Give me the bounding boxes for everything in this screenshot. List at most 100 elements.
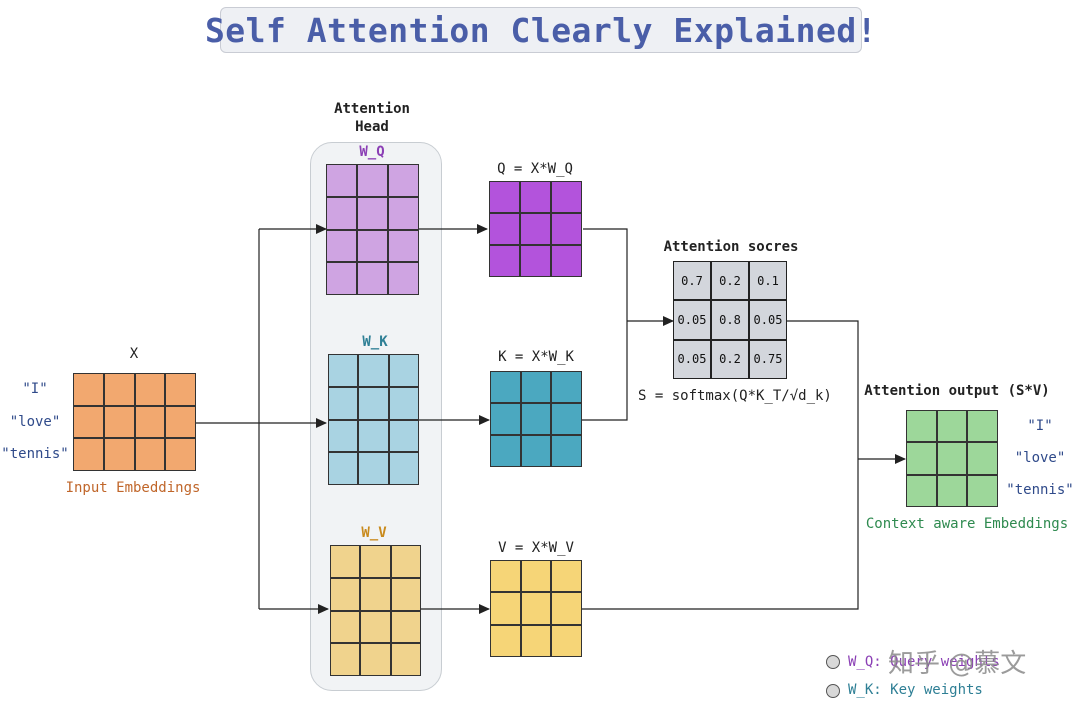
wire-v-to-output [582, 459, 859, 610]
matrix-cell [490, 624, 521, 657]
matrix-cell [388, 196, 419, 230]
output-token-tennis: "tennis" [1006, 482, 1074, 498]
matrix-cell [103, 373, 135, 406]
v-matrix [490, 560, 582, 657]
matrix-cell [360, 545, 391, 578]
matrix-cell [490, 435, 521, 467]
matrix-cell [357, 229, 388, 263]
score-cell: 0.05 [673, 300, 711, 340]
score-cell: 0.8 [711, 300, 749, 340]
softmax-formula: S = softmax(Q*K_T/√d_k) [638, 388, 832, 404]
matrix-cell [328, 354, 359, 387]
matrix-cell [360, 643, 391, 676]
input-token-i: "I" [22, 381, 48, 397]
matrix-cell [520, 403, 552, 435]
matrix-cell [551, 371, 582, 403]
matrix-cell [490, 592, 521, 625]
matrix-cell [390, 577, 421, 611]
matrix-cell [551, 560, 582, 593]
matrix-cell [134, 405, 166, 439]
watermark: 知乎 @慕文 [888, 649, 1027, 679]
legend-wq-text: W_Q: Query weights [848, 654, 1000, 670]
output-token-love: "love" [1014, 450, 1066, 466]
wire-q-to-scores [583, 228, 628, 321]
matrix-cell [967, 442, 998, 475]
matrix-cell [520, 592, 552, 625]
matrix-cell [388, 229, 419, 263]
matrix-cell [330, 577, 361, 611]
matrix-cell [328, 386, 359, 420]
output-token-i: "I" [1027, 418, 1053, 434]
score-cell: 0.7 [673, 261, 711, 301]
wv-matrix [330, 545, 421, 676]
wq-matrix [326, 164, 419, 295]
matrix-cell [326, 229, 357, 263]
matrix-cell [358, 354, 389, 387]
scores-label: Attention socres [663, 239, 799, 255]
output-label: Attention output (S*V) [864, 383, 1050, 399]
matrix-cell [357, 164, 388, 197]
matrix-cell [388, 386, 419, 420]
matrix-cell [520, 181, 551, 213]
q-label: Q = X*W_Q [497, 161, 573, 177]
matrix-cell [390, 643, 421, 676]
matrix-cell [490, 371, 521, 403]
matrix-cell [551, 624, 582, 657]
matrix-cell [388, 164, 419, 197]
legend-dot-wq [826, 655, 840, 669]
matrix-cell [551, 435, 582, 467]
matrix-cell [490, 403, 521, 435]
matrix-cell [520, 435, 552, 467]
matrix-cell [358, 452, 389, 485]
score-cell: 0.05 [749, 300, 787, 340]
matrix-cell [358, 419, 389, 453]
matrix-cell [520, 371, 552, 403]
score-cell: 0.75 [749, 339, 787, 379]
diagram-title: Self Attention Clearly Explained! [204, 10, 878, 50]
matrix-cell [551, 245, 582, 277]
matrix-cell [936, 474, 968, 507]
matrix-cell [165, 373, 196, 406]
k-matrix [490, 371, 582, 467]
matrix-cell [326, 164, 357, 197]
input-matrix-label: X [129, 346, 139, 362]
wire-k-to-scores [582, 321, 628, 421]
matrix-cell [489, 181, 520, 213]
matrix-cell [489, 245, 520, 277]
matrix-cell [390, 610, 421, 644]
matrix-cell [551, 181, 582, 213]
k-label: K = X*W_K [498, 349, 574, 365]
matrix-cell [489, 213, 520, 245]
input-token-love: "love" [9, 414, 61, 430]
v-label: V = X*W_V [498, 540, 574, 556]
matrix-cell [551, 213, 582, 245]
matrix-cell [73, 405, 104, 439]
matrix-cell [936, 410, 968, 443]
wk-matrix [328, 354, 419, 485]
wire-scores-to-output [787, 320, 859, 459]
matrix-cell [388, 354, 419, 387]
matrix-cell [328, 452, 359, 485]
wv-label: W_V [361, 525, 387, 541]
matrix-cell [388, 452, 419, 485]
output-matrix [906, 410, 998, 507]
matrix-cell [330, 545, 361, 578]
matrix-cell [967, 410, 998, 443]
matrix-cell [388, 262, 419, 295]
matrix-cell [906, 474, 937, 507]
matrix-cell [73, 438, 104, 471]
matrix-cell [520, 213, 551, 245]
score-cell: 0.1 [749, 261, 787, 301]
input-token-tennis: "tennis" [1, 446, 69, 462]
matrix-cell [388, 419, 419, 453]
matrix-cell [360, 577, 391, 611]
matrix-cell [165, 405, 196, 439]
matrix-cell [134, 373, 166, 406]
matrix-cell [358, 386, 389, 420]
title-box: Self Attention Clearly Explained! [205, 7, 877, 53]
matrix-cell [967, 474, 998, 507]
matrix-cell [936, 442, 968, 475]
matrix-cell [520, 245, 551, 277]
matrix-cell [103, 438, 135, 471]
